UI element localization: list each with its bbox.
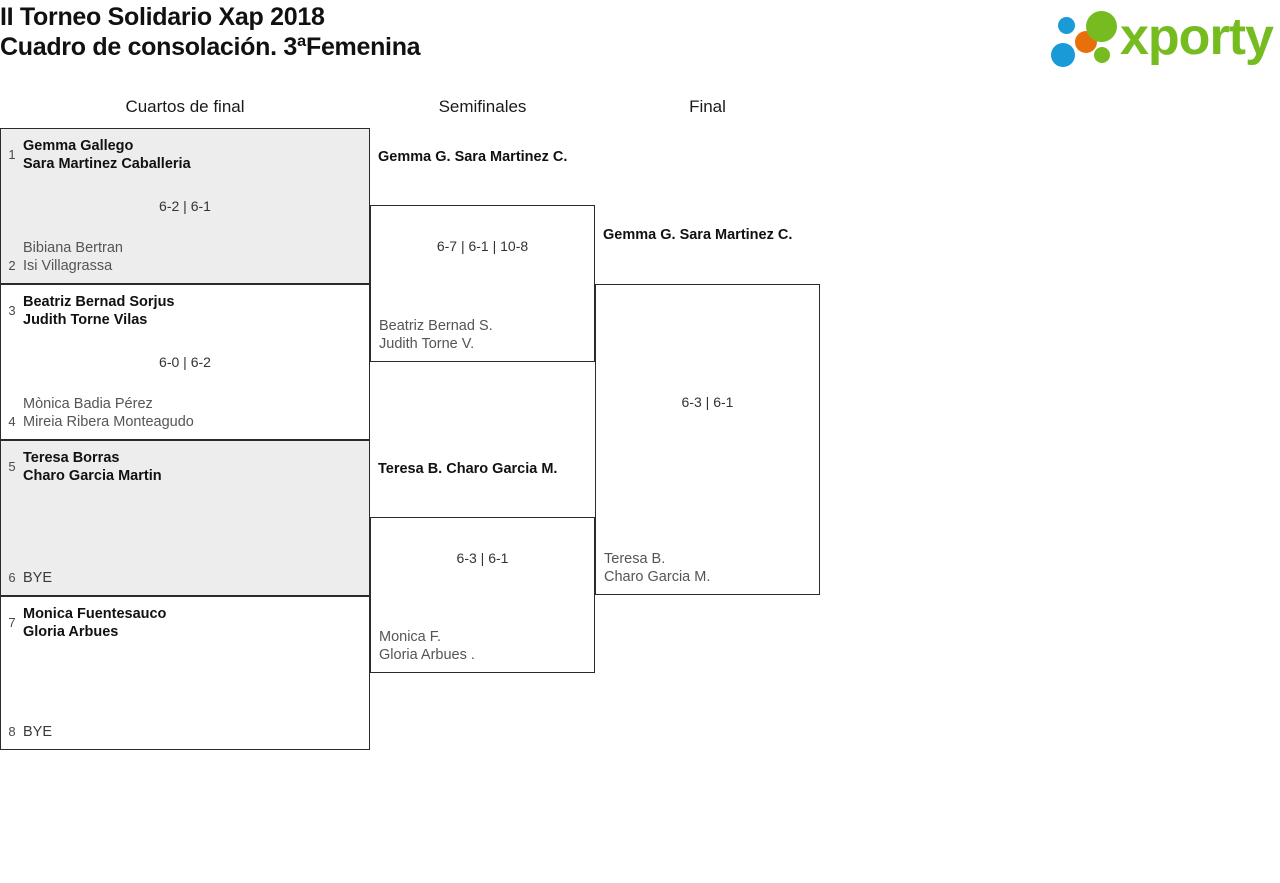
round-header-quarterfinals: Cuartos de final (125, 97, 245, 116)
match-qf-1-top-team[interactable]: 1 Gemma Gallego Sara Martinez Caballeria (1, 137, 369, 173)
match-score: 6-0 | 6-2 (159, 354, 211, 370)
player-name-2: Gloria Arbues (23, 624, 119, 640)
player-name-2: Sara Martinez Caballeria (23, 156, 191, 172)
team-names: Bibiana Bertran Isi Villagrassa (23, 239, 363, 275)
player-name-1: Mònica Badia Pérez (23, 396, 153, 412)
player-name-1: BYE (23, 570, 53, 586)
page-header: II Torneo Solidario Xap 2018 Cuadro de c… (0, 0, 1280, 78)
player-name-2: Charo Garcia Martin (23, 468, 162, 484)
team-names: BYE (23, 569, 363, 587)
seed-number: 3 (8, 303, 16, 318)
final-champion-team: Gemma G. Sara Martinez C. (595, 226, 792, 244)
player-name-2: Gloria Arbues . (379, 647, 475, 663)
player-name-1: Teresa Borras (23, 450, 120, 466)
seed-number: 2 (8, 258, 16, 273)
team-names: Beatriz Bernad S. Judith Torne V. (371, 317, 588, 353)
xporty-logo[interactable]: xporty (1048, 6, 1276, 68)
player-name-2: Mireia Ribera Monteagudo (23, 414, 194, 430)
logo-dots-icon (1048, 10, 1126, 67)
match-final[interactable]: 6-3 | 6-1 Teresa B. Charo Garcia M. (595, 284, 820, 595)
player-name-1: Gemma G. (378, 149, 451, 165)
logo-dot-green-large-icon (1086, 11, 1117, 42)
match-score: 6-2 | 6-1 (159, 198, 211, 214)
player-name-1: Bibiana Bertran (23, 240, 123, 256)
logo-wordmark: xporty (1120, 8, 1274, 66)
player-name-2: Sara Martinez C. (679, 227, 793, 243)
match-sf-2-bottom-team[interactable]: Monica F. Gloria Arbues . (371, 628, 594, 664)
player-name-2: Judith Torne Vilas (23, 312, 148, 328)
player-name-2: Sara Martinez C. (454, 149, 568, 165)
match-qf-1-bottom-team[interactable]: 2 Bibiana Bertran Isi Villagrassa (1, 239, 369, 275)
tournament-name: II Torneo Solidario Xap 2018 (0, 3, 325, 31)
match-qf-3[interactable]: 5 Teresa Borras Charo Garcia Martin 6 BY… (0, 440, 370, 596)
logo-dot-blue-bottom-icon (1051, 43, 1075, 67)
match-sf-1[interactable]: 6-7 | 6-1 | 10-8 Beatriz Bernad S. Judit… (370, 205, 595, 362)
match-qf-1[interactable]: 1 Gemma Gallego Sara Martinez Caballeria… (0, 128, 370, 284)
player-name-2: Charo Garcia M. (446, 461, 558, 477)
page-title: II Torneo Solidario Xap 2018 Cuadro de c… (0, 2, 421, 62)
match-qf-3-top-team[interactable]: 5 Teresa Borras Charo Garcia Martin (1, 449, 369, 485)
player-name-2: Judith Torne V. (379, 336, 475, 352)
player-name-1: Teresa B. (604, 551, 666, 567)
team-names: Teresa B. Charo Garcia M. (596, 550, 813, 586)
match-score: 6-3 | 6-1 (681, 394, 734, 410)
player-name-1: Beatriz Bernad Sorjus (23, 294, 175, 310)
round-header-semifinals: Semifinales (438, 97, 527, 116)
match-score: 6-7 | 6-1 | 10-8 (436, 238, 529, 254)
team-names: Monica F. Gloria Arbues . (371, 628, 588, 664)
match-sf-2[interactable]: 6-3 | 6-1 Monica F. Gloria Arbues . (370, 517, 595, 673)
player-name-1: Monica F. (379, 629, 442, 645)
logo-dot-green-small-icon (1094, 47, 1110, 63)
match-qf-4-bottom-team[interactable]: 8 BYE (1, 723, 369, 741)
sf-2-advancing-team: Teresa B. Charo Garcia M. (370, 460, 557, 478)
match-qf-3-bottom-team[interactable]: 6 BYE (1, 569, 369, 587)
round-header-final: Final (689, 97, 726, 116)
seed-number: 6 (8, 570, 16, 585)
seed-number: 1 (8, 147, 16, 162)
match-qf-4-top-team[interactable]: 7 Monica Fuentesauco Gloria Arbues (1, 605, 369, 641)
seed-number: 5 (8, 459, 16, 474)
player-name-1: Monica Fuentesauco (23, 606, 167, 622)
match-sf-1-bottom-team[interactable]: Beatriz Bernad S. Judith Torne V. (371, 317, 594, 353)
player-name-1: Beatriz Bernad S. (379, 318, 493, 334)
team-names: Mònica Badia Pérez Mireia Ribera Monteag… (23, 395, 363, 431)
match-qf-2[interactable]: 3 Beatriz Bernad Sorjus Judith Torne Vil… (0, 284, 370, 440)
match-qf-4[interactable]: 7 Monica Fuentesauco Gloria Arbues 8 BYE (0, 596, 370, 750)
team-names: Monica Fuentesauco Gloria Arbues (23, 605, 363, 641)
match-qf-2-top-team[interactable]: 3 Beatriz Bernad Sorjus Judith Torne Vil… (1, 293, 369, 329)
match-final-bottom-team[interactable]: Teresa B. Charo Garcia M. (596, 550, 819, 586)
bracket-subtitle: Cuadro de consolación. 3ªFemenina (0, 33, 421, 61)
logo-dot-blue-top-icon (1058, 17, 1075, 34)
player-name-2: Charo Garcia M. (604, 569, 711, 585)
seed-number: 8 (8, 724, 16, 739)
player-name-1: Teresa B. (378, 461, 443, 477)
sf-1-advancing-team: Gemma G. Sara Martinez C. (370, 148, 567, 166)
team-names: BYE (23, 723, 363, 741)
player-name-1: Gemma Gallego (23, 138, 134, 154)
player-name-1: BYE (23, 724, 53, 740)
player-name-2: Isi Villagrassa (23, 258, 113, 274)
seed-number: 4 (8, 414, 16, 429)
team-names: Gemma Gallego Sara Martinez Caballeria (23, 137, 363, 173)
match-score: 6-3 | 6-1 (456, 550, 509, 566)
player-name-1: Gemma G. (603, 227, 676, 243)
team-names: Beatriz Bernad Sorjus Judith Torne Vilas (23, 293, 363, 329)
match-qf-2-bottom-team[interactable]: 4 Mònica Badia Pérez Mireia Ribera Monte… (1, 395, 369, 431)
team-names: Teresa Borras Charo Garcia Martin (23, 449, 363, 485)
seed-number: 7 (8, 615, 16, 630)
